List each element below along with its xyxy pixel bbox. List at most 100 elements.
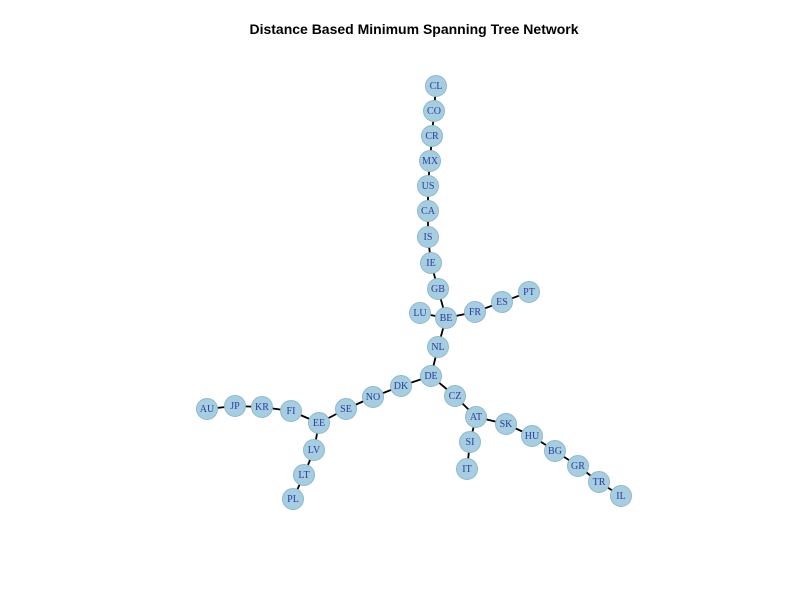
node-il: IL — [610, 485, 632, 507]
node-circle — [435, 307, 457, 329]
node-circle — [427, 278, 449, 300]
node-label: PL — [287, 494, 299, 505]
node-label: AT — [470, 412, 482, 423]
node-label: AU — [200, 404, 215, 415]
node-circle — [280, 400, 302, 422]
node-label: FI — [287, 406, 296, 417]
node-label: LV — [308, 445, 321, 456]
node-is: IS — [417, 226, 439, 248]
node-es: ES — [491, 291, 513, 313]
node-cz: CZ — [444, 385, 466, 407]
node-label: CO — [427, 106, 441, 117]
node-bg: BG — [544, 440, 566, 462]
node-circle — [588, 471, 610, 493]
node-ie: IE — [420, 252, 442, 274]
node-label: SE — [340, 404, 352, 415]
node-circle — [495, 413, 517, 435]
node-fi: FI — [280, 400, 302, 422]
node-label: IS — [424, 232, 433, 243]
node-label: KR — [255, 402, 269, 413]
node-lv: LV — [303, 439, 325, 461]
node-ca: CA — [417, 200, 439, 222]
node-label: BE — [440, 313, 453, 324]
node-label: HU — [525, 431, 540, 442]
node-circle — [544, 440, 566, 462]
node-circle — [293, 464, 315, 486]
node-circle — [423, 100, 445, 122]
node-no: NO — [362, 386, 384, 408]
node-cr: CR — [421, 125, 443, 147]
node-label: GB — [431, 284, 445, 295]
node-circle — [308, 412, 330, 434]
node-label: CR — [425, 131, 439, 142]
node-label: IE — [426, 258, 435, 269]
node-circle — [465, 406, 487, 428]
node-label: JP — [230, 401, 240, 412]
node-label: NL — [431, 342, 444, 353]
node-circle — [390, 375, 412, 397]
node-sk: SK — [495, 413, 517, 435]
node-label: BG — [548, 446, 562, 457]
node-circle — [409, 302, 431, 324]
node-circle — [417, 175, 439, 197]
node-lt: LT — [293, 464, 315, 486]
node-circle — [610, 485, 632, 507]
node-circle — [491, 291, 513, 313]
node-au: AU — [196, 398, 218, 420]
node-label: PT — [523, 287, 535, 298]
node-si: SI — [459, 431, 481, 453]
node-circle — [303, 439, 325, 461]
node-circle — [421, 125, 443, 147]
node-it: IT — [456, 458, 478, 480]
node-label: CL — [430, 81, 443, 92]
node-at: AT — [465, 406, 487, 428]
node-circle — [417, 200, 439, 222]
node-circle — [419, 150, 441, 172]
node-label: LT — [298, 470, 309, 481]
node-circle — [456, 458, 478, 480]
node-label: IT — [462, 464, 471, 475]
node-gr: GR — [567, 455, 589, 477]
node-dk: DK — [390, 375, 412, 397]
node-label: US — [422, 181, 435, 192]
node-label: NO — [366, 392, 380, 403]
node-fr: FR — [464, 301, 486, 323]
node-label: TR — [593, 477, 606, 488]
node-label: DK — [394, 381, 409, 392]
node-circle — [427, 336, 449, 358]
node-circle — [420, 252, 442, 274]
node-circle — [420, 365, 442, 387]
node-ee: EE — [308, 412, 330, 434]
node-label: ES — [496, 297, 508, 308]
node-tr: TR — [588, 471, 610, 493]
node-co: CO — [423, 100, 445, 122]
node-be: BE — [435, 307, 457, 329]
node-circle — [425, 75, 447, 97]
node-circle — [567, 455, 589, 477]
node-us: US — [417, 175, 439, 197]
node-se: SE — [335, 398, 357, 420]
node-cl: CL — [425, 75, 447, 97]
node-circle — [282, 488, 304, 510]
node-label: FR — [469, 307, 482, 318]
node-kr: KR — [251, 396, 273, 418]
node-label: SK — [500, 419, 514, 430]
node-circle — [196, 398, 218, 420]
node-gb: GB — [427, 278, 449, 300]
node-label: EE — [313, 418, 325, 429]
node-pl: PL — [282, 488, 304, 510]
node-hu: HU — [521, 425, 543, 447]
node-lu: LU — [409, 302, 431, 324]
node-circle — [224, 395, 246, 417]
diagram-title: Distance Based Minimum Spanning Tree Net… — [249, 21, 579, 37]
node-label: LU — [413, 308, 427, 319]
node-jp: JP — [224, 395, 246, 417]
node-label: CA — [421, 206, 436, 217]
node-circle — [521, 425, 543, 447]
node-label: DE — [424, 371, 437, 382]
node-circle — [251, 396, 273, 418]
edge-layer — [206, 85, 622, 500]
node-label: CZ — [449, 391, 462, 402]
